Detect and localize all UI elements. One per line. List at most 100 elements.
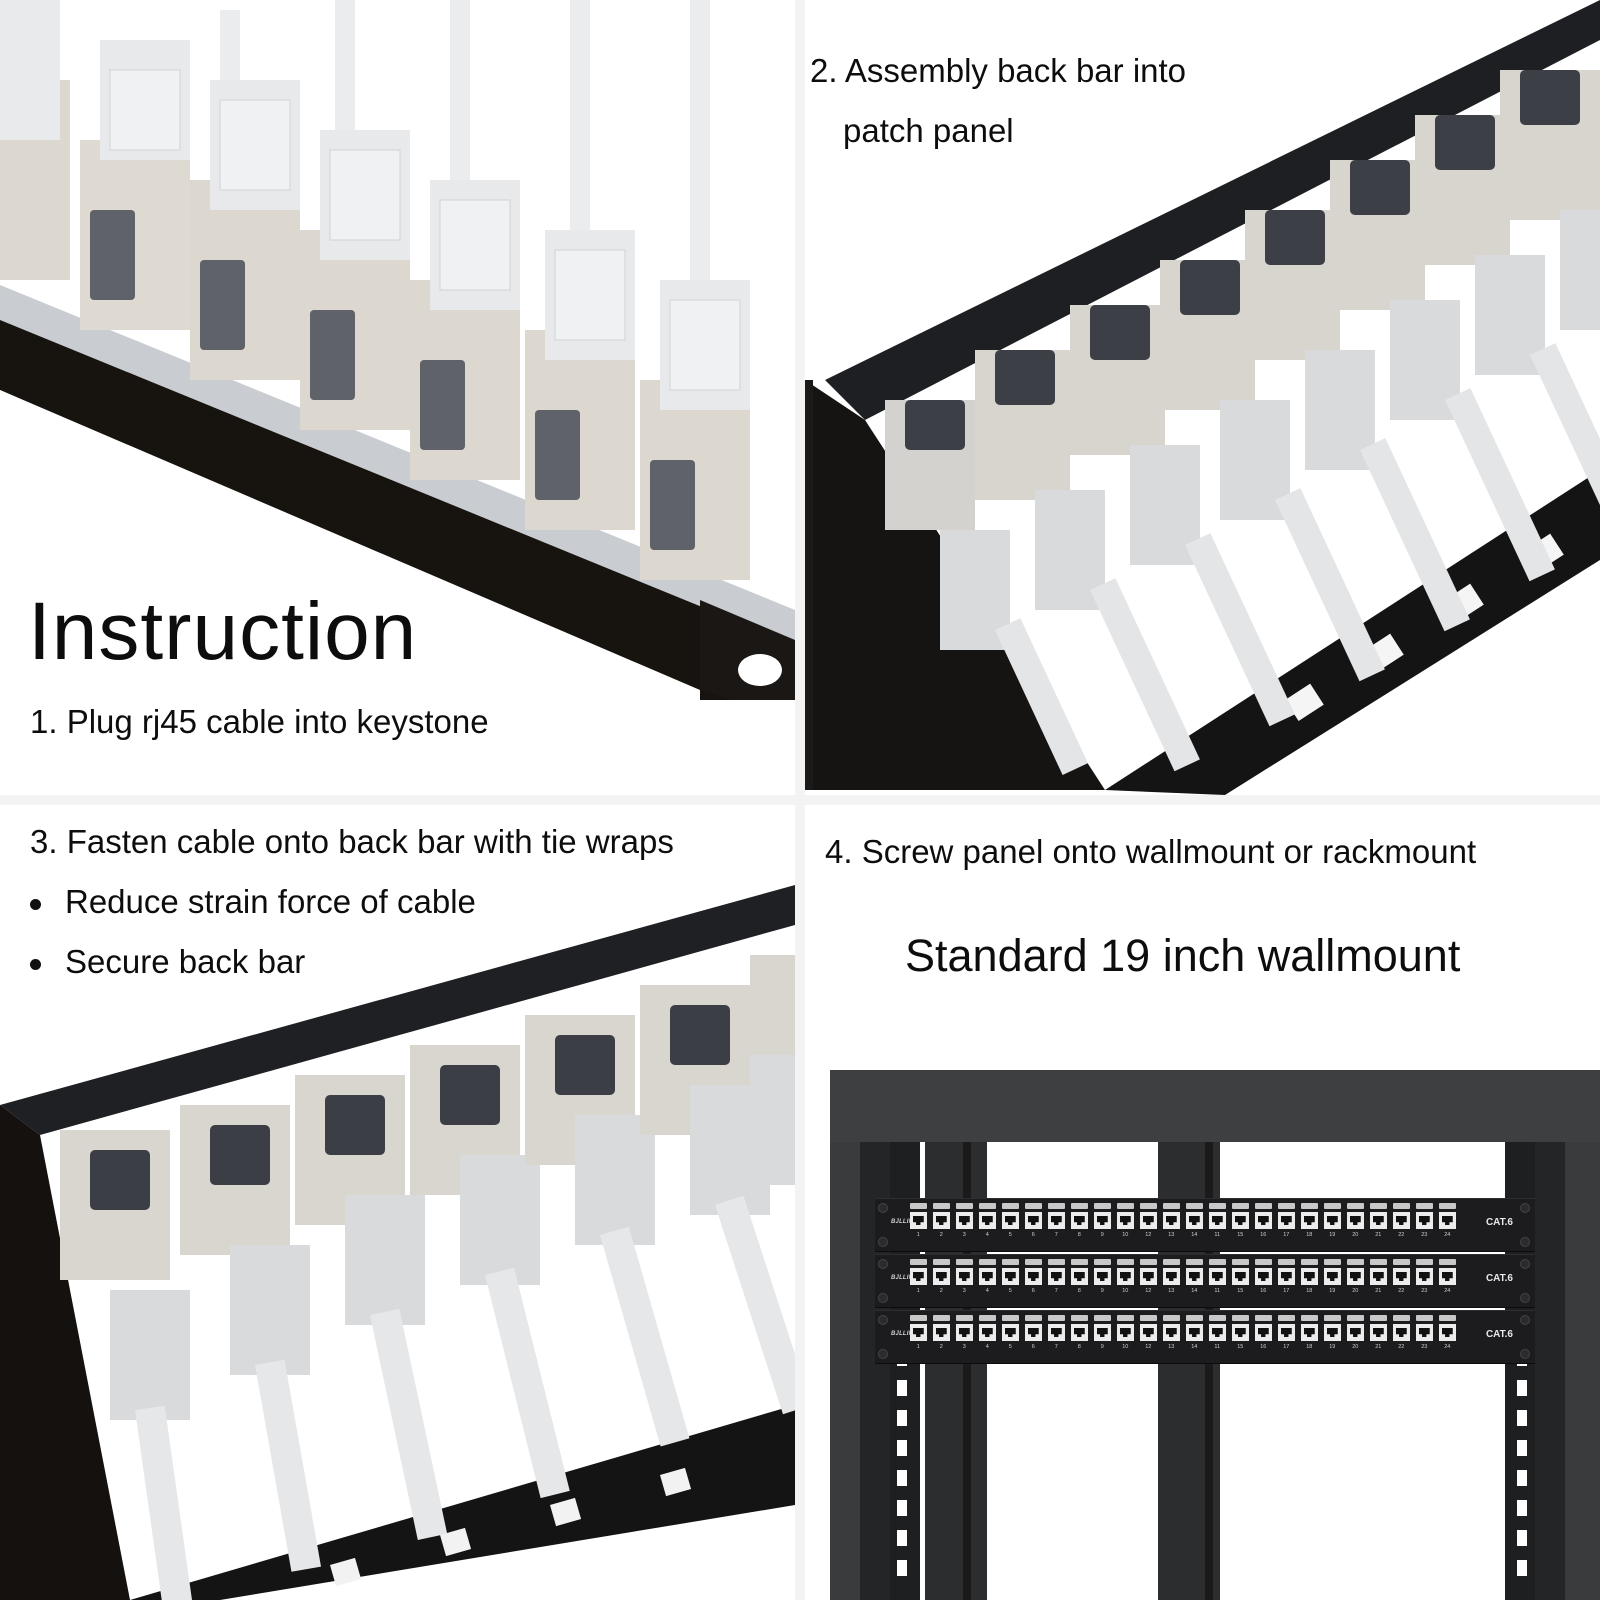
- port-number: 19: [1329, 1232, 1336, 1238]
- instruction-heading: Instruction: [28, 586, 418, 677]
- rj45-port: 14: [1185, 1203, 1204, 1238]
- rj45-port: 22: [1392, 1203, 1411, 1238]
- rj45-jack-icon: [1369, 1268, 1387, 1285]
- rj45-port: 21: [1369, 1259, 1388, 1294]
- port-label-slot: [1001, 1203, 1019, 1209]
- port-label-slot: [1208, 1259, 1226, 1265]
- rj45-jack-icon: [955, 1324, 973, 1341]
- rj45-port: 20: [1346, 1259, 1365, 1294]
- rj45-jack-icon: [1001, 1268, 1019, 1285]
- rj45-port: 4: [978, 1203, 997, 1238]
- rj45-port: 1: [909, 1203, 928, 1238]
- rj45-port: 12: [1139, 1315, 1158, 1350]
- port-label-slot: [1254, 1203, 1272, 1209]
- port-label-slot: [1185, 1259, 1203, 1265]
- rj45-jack-icon: [1116, 1324, 1134, 1341]
- rj45-jack-icon: [1438, 1324, 1456, 1341]
- rj45-port: 23: [1415, 1259, 1434, 1294]
- rj45-port: 4: [978, 1259, 997, 1294]
- rj45-jack-icon: [978, 1324, 996, 1341]
- port-number: 8: [1077, 1288, 1081, 1294]
- port-label-slot: [1300, 1203, 1318, 1209]
- port-label-slot: [1438, 1259, 1456, 1265]
- port-number: 21: [1375, 1288, 1382, 1294]
- port-number: 9: [1100, 1344, 1104, 1350]
- port-number: 8: [1077, 1344, 1081, 1350]
- rj45-port: 19: [1323, 1203, 1342, 1238]
- port-number: 1: [916, 1344, 920, 1350]
- rj45-jack-icon: [1139, 1212, 1157, 1229]
- step3-panel: 3. Fasten cable onto back bar with tie w…: [0, 805, 795, 1600]
- rj45-port: 10: [1116, 1315, 1135, 1350]
- port-number: 15: [1237, 1288, 1244, 1294]
- rj45-port: 23: [1415, 1315, 1434, 1350]
- port-number: 2: [939, 1232, 943, 1238]
- step4-text: 4. Screw panel onto wallmount or rackmou…: [825, 833, 1477, 870]
- rj45-port: 6: [1024, 1259, 1043, 1294]
- rj45-port: 18: [1300, 1315, 1319, 1350]
- bullet-icon: [30, 958, 41, 970]
- rj45-port: 15: [1231, 1315, 1250, 1350]
- rj45-port: 23: [1415, 1203, 1434, 1238]
- rj45-jack-icon: [1323, 1324, 1341, 1341]
- rj45-port: 2: [932, 1315, 951, 1350]
- panel-brand-label: BJLLINK: [891, 1219, 918, 1225]
- port-number: 21: [1375, 1344, 1382, 1350]
- port-label-slot: [1346, 1259, 1364, 1265]
- rj45-jack-icon: [1024, 1268, 1042, 1285]
- keystone-cables-photo: [0, 0, 795, 700]
- port-number: 14: [1191, 1344, 1198, 1350]
- rj45-port: 17: [1277, 1315, 1296, 1350]
- port-label-slot: [1392, 1259, 1410, 1265]
- rj45-port: 14: [1185, 1259, 1204, 1294]
- port-label-slot: [1369, 1315, 1387, 1321]
- wallmount-subtitle: Standard 19 inch wallmount: [905, 930, 1461, 981]
- port-label-slot: [909, 1203, 927, 1209]
- screw-icon: [1520, 1237, 1530, 1247]
- step2-panel: 2. Assembly back bar into patch panel: [805, 0, 1600, 795]
- rj45-jack-icon: [1093, 1268, 1111, 1285]
- port-number: 16: [1260, 1232, 1267, 1238]
- rj45-jack-icon: [1001, 1212, 1019, 1229]
- rj45-port: 18: [1300, 1203, 1319, 1238]
- rj45-jack-icon: [932, 1324, 950, 1341]
- port-label-slot: [1116, 1259, 1134, 1265]
- rj45-port: 15: [1231, 1259, 1250, 1294]
- rj45-jack-icon: [1323, 1212, 1341, 1229]
- port-label-slot: [1300, 1315, 1318, 1321]
- port-number: 3: [962, 1344, 966, 1350]
- rj45-port: 13: [1162, 1203, 1181, 1238]
- port-number: 20: [1352, 1232, 1359, 1238]
- rj45-port: 7: [1047, 1259, 1066, 1294]
- port-number: 1: [916, 1288, 920, 1294]
- panel-category-label: CAT.6: [1485, 1217, 1513, 1228]
- rj45-port: 7: [1047, 1315, 1066, 1350]
- rj45-jack-icon: [1024, 1212, 1042, 1229]
- port-label-slot: [1231, 1259, 1249, 1265]
- rj45-jack-icon: [1162, 1212, 1180, 1229]
- rj45-port: 6: [1024, 1203, 1043, 1238]
- rj45-jack-icon: [1300, 1324, 1318, 1341]
- rj45-port: 10: [1116, 1259, 1135, 1294]
- port-label-slot: [1024, 1203, 1042, 1209]
- rj45-jack-icon: [1369, 1212, 1387, 1229]
- port-number: 10: [1122, 1232, 1129, 1238]
- step2-text-line1: 2. Assembly back bar into: [810, 52, 1187, 89]
- rj45-jack-icon: [1300, 1212, 1318, 1229]
- rj45-port: 9: [1093, 1259, 1112, 1294]
- port-number: 2: [939, 1344, 943, 1350]
- step1-panel: Instruction 1. Plug rj45 cable into keys…: [0, 0, 795, 795]
- rj45-port: 6: [1024, 1315, 1043, 1350]
- panel-category-label: CAT.6: [1485, 1329, 1513, 1340]
- screw-icon: [878, 1315, 888, 1325]
- port-label-slot: [932, 1203, 950, 1209]
- rj45-jack-icon: [1070, 1268, 1088, 1285]
- rj45-jack-icon: [1415, 1324, 1433, 1341]
- rj45-jack-icon: [1392, 1212, 1410, 1229]
- port-number: 15: [1237, 1232, 1244, 1238]
- rj45-jack-icon: [1254, 1324, 1272, 1341]
- rj45-jack-icon: [1277, 1212, 1295, 1229]
- port-number: 16: [1260, 1288, 1267, 1294]
- step3-text: 3. Fasten cable onto back bar with tie w…: [30, 823, 674, 860]
- rj45-port: 20: [1346, 1203, 1365, 1238]
